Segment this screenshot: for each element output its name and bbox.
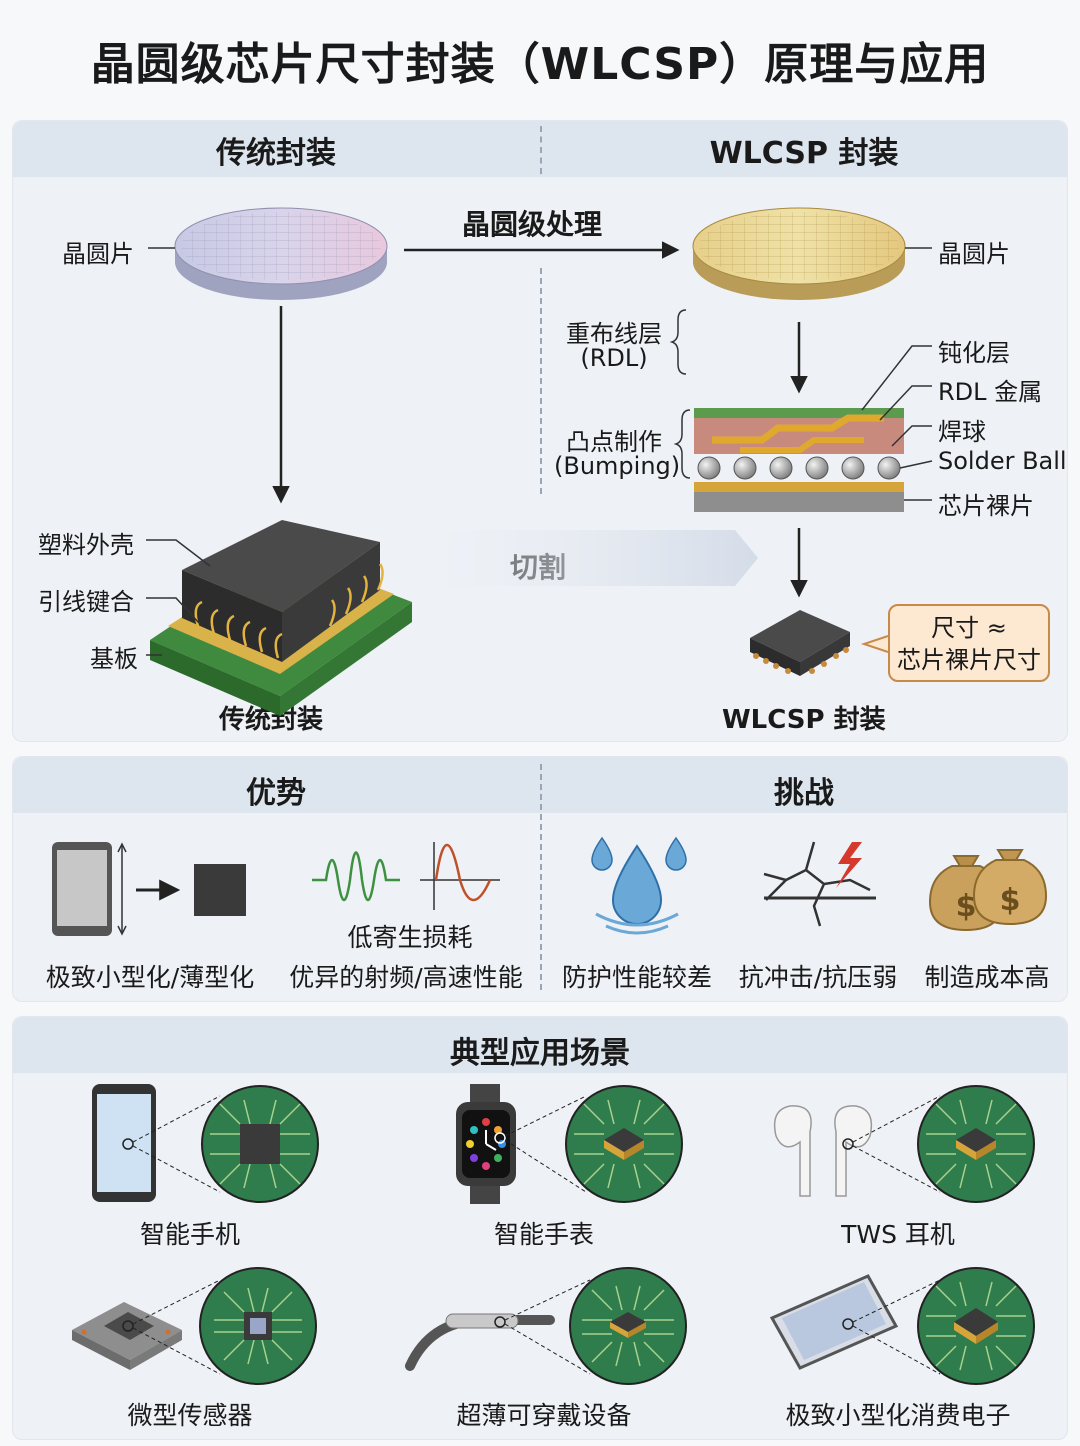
advantages-header: 优势 [246,776,306,811]
substrate-label: 基板 [90,645,138,673]
wlcsp-package-illustration [750,610,850,676]
wlcsp-cross-section [694,408,904,512]
passivation-label: 钝化层 [938,339,1010,367]
svg-text:$: $ [956,889,977,924]
challenge-protection: 防护性能较差 [561,963,712,992]
tablet-scene [769,1267,1035,1385]
solder-ball-en-label: Solder Ball [938,447,1067,475]
left-wafer-label: 晶圆片 [62,240,134,268]
app-micro-sensor: 微型传感器 [127,1401,253,1430]
wlcsp-header: WLCSP 封装 [709,136,899,171]
bare-die-label: 芯片裸片 [938,492,1034,520]
rdl-label: 重布线层 [566,320,662,348]
bumping-abbr: (Bumping) [554,452,681,480]
app-consumer-electronics: 极致小型化消费电子 [785,1401,1011,1430]
applications-header-bar [13,1017,1067,1073]
crack-impact-icon [763,841,876,927]
pros-cons-divider [540,764,542,990]
wlcsp-caption: WLCSP 封装 [722,705,886,735]
wafer-level-label: 晶圆级处理 [462,208,603,241]
app-tws-earbuds: TWS 耳机 [841,1220,955,1249]
cross-section-leaders [861,345,933,501]
advantage-rf-performance: 优异的射频/高速性能 [289,963,523,992]
callout-pointer [860,635,889,653]
callout-line2: 芯片裸片尺寸 [897,646,1041,674]
traditional-header: 传统封装 [216,136,336,171]
page-title: 晶圆级芯片尺寸封装（WLCSP）原理与应用 [90,39,990,90]
traditional-package-illustration [150,520,412,716]
svg-text:$: $ [1000,883,1021,918]
advantage-miniaturization: 极致小型化/薄型化 [45,963,255,992]
traditional-leaders [146,539,211,656]
challenges-header: 挑战 [774,776,834,811]
rdl-metal-label: RDL 金属 [938,378,1043,406]
earbuds-scene [773,1085,1035,1203]
right-wafer-illustration [692,207,906,300]
process-divider-lower [540,268,542,494]
size-callout: 尺寸 ≈ 芯片裸片尺寸 [888,604,1050,682]
process-divider [540,126,542,174]
bumping-brace [673,409,691,479]
app-smartphone: 智能手机 [139,1220,240,1249]
wire-bond-label: 引线键合 [38,588,134,616]
applications-header: 典型应用场景 [450,1036,630,1071]
app-ultrathin-wearable: 超薄可穿戴设备 [456,1401,632,1430]
smartwatch-scene [456,1084,683,1204]
waveform-icon [312,842,500,910]
money-bag-icon: $ $ [928,849,1048,932]
rdl-brace [669,309,687,375]
water-drop-icon [591,836,687,935]
wearable-band-scene [405,1267,687,1385]
low-parasitic-label: 低寄生损耗 [347,923,473,952]
app-smartwatch: 智能手表 [493,1220,594,1249]
plastic-case-label: 塑料外壳 [38,531,134,559]
micro-sensor-scene [72,1267,317,1385]
left-wafer-illustration [174,207,388,300]
right-wafer-label: 晶圆片 [938,240,1010,268]
rdl-abbr: (RDL) [580,344,648,372]
phone-thin-icon [52,842,246,936]
smartphone-scene [92,1084,319,1203]
dicing-band [430,530,758,586]
applications-panel [12,1016,1068,1440]
challenge-cost: 制造成本高 [924,963,1050,992]
bumping-label: 凸点制作 [566,428,662,456]
callout-line1: 尺寸 ≈ [931,614,1007,642]
challenge-impact: 抗冲击/抗压弱 [738,963,898,992]
solder-ball-cn-label: 焊球 [938,418,986,446]
